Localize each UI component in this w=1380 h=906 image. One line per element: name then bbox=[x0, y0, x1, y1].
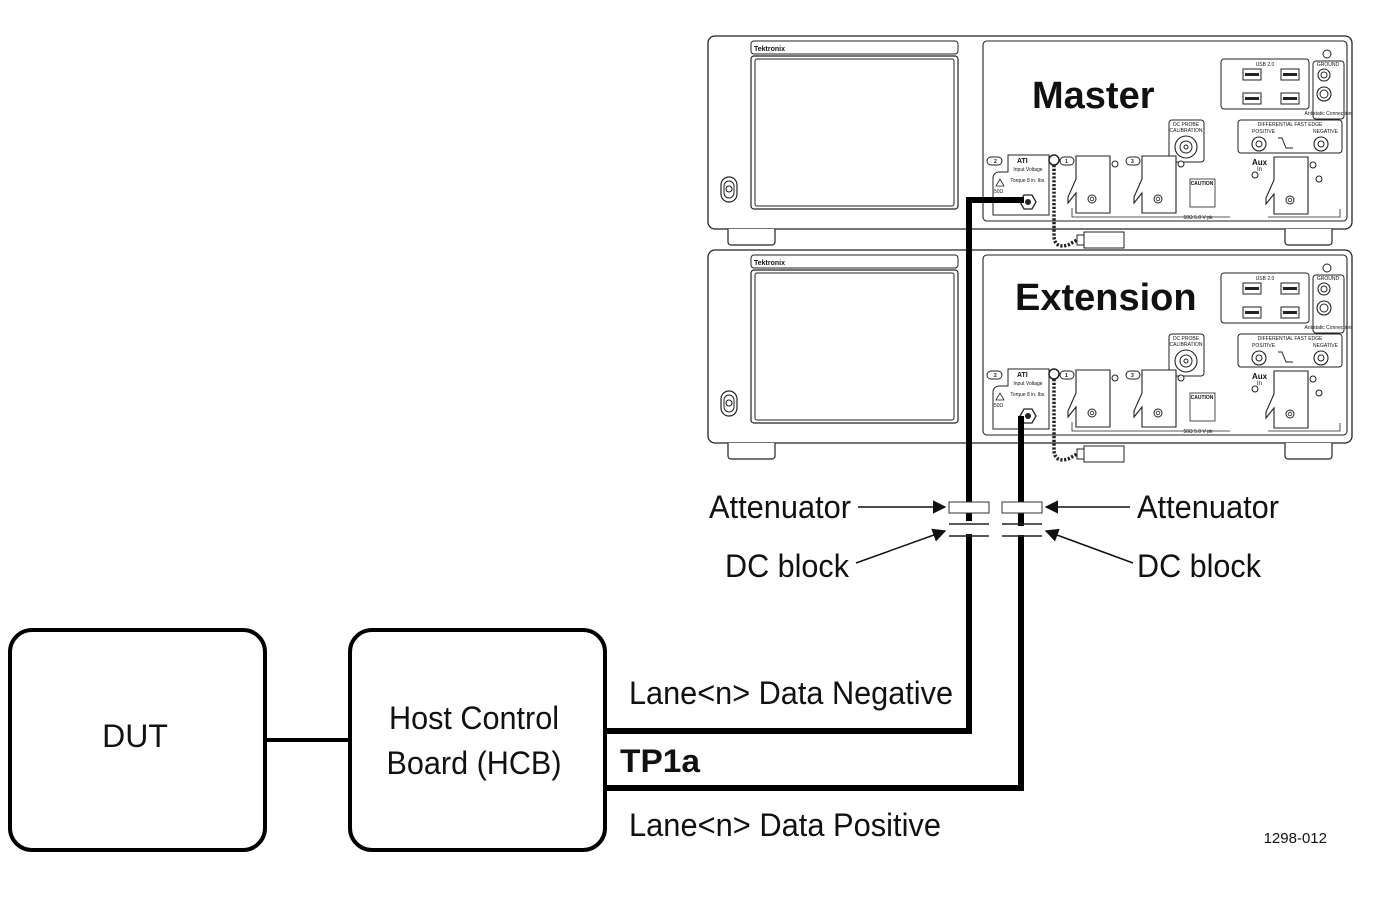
dc-block-right bbox=[1002, 523, 1042, 537]
ground-label: GROUND bbox=[1317, 62, 1340, 68]
dc-probe-label: DC PROBE bbox=[1173, 336, 1200, 342]
channel-3-label: 3 bbox=[1131, 159, 1134, 165]
usb-label: USB 2.0 bbox=[1256, 62, 1275, 68]
input-rating: 50Ω 5.0 V pk bbox=[1183, 429, 1213, 435]
signal-positive-label: Lane<n> Data Positive bbox=[629, 807, 941, 843]
dc-probe-label: DC PROBE bbox=[1173, 122, 1200, 128]
usb-label: USB 2.0 bbox=[1256, 276, 1275, 282]
aux-label: Aux bbox=[1252, 158, 1268, 167]
dc-block-right-arrow bbox=[1044, 528, 1134, 564]
ati-label: ATI bbox=[1017, 158, 1028, 165]
input-rating: 50Ω 5.0 V pk bbox=[1183, 215, 1213, 221]
negative-label: NEGATIVE bbox=[1313, 129, 1339, 135]
attenuator-left bbox=[948, 501, 990, 514]
hcb-label-line2: Board (HCB) bbox=[387, 745, 562, 781]
signal-negative-label: Lane<n> Data Negative bbox=[629, 675, 953, 711]
ohm-label: 50Ω bbox=[994, 403, 1004, 409]
diff-fast-edge-label: DIFFERENTIAL FAST EDGE bbox=[1258, 336, 1323, 342]
attenuator-right bbox=[1001, 501, 1043, 514]
attenuator-right-label: Attenuator bbox=[1137, 489, 1279, 525]
dc-block-left bbox=[949, 521, 989, 537]
positive-label: POSITIVE bbox=[1252, 343, 1276, 349]
channel-1-label: 1 bbox=[1065, 373, 1068, 379]
dut-label: DUT bbox=[102, 718, 168, 754]
ati-spec: Input Voltage bbox=[1013, 167, 1042, 173]
figure-id: 1298-012 bbox=[1264, 830, 1327, 847]
diff-fast-edge-label: DIFFERENTIAL FAST EDGE bbox=[1258, 122, 1323, 128]
instrument-title: Extension bbox=[1015, 277, 1197, 319]
ati-spec: Input Voltage bbox=[1013, 381, 1042, 387]
caution-title: CAUTION bbox=[1191, 395, 1214, 401]
channel-3-label: 3 bbox=[1131, 373, 1134, 379]
dc-block-left-label: DC block bbox=[725, 548, 850, 584]
ohm-label: 50Ω bbox=[994, 189, 1004, 195]
brand-logo: Tektronix bbox=[754, 46, 785, 53]
ati-torque: Torque 8 in. lbs. bbox=[1010, 178, 1045, 184]
caution-title: CAUTION bbox=[1191, 181, 1214, 187]
master-instrument: Tektronix Master USB 2.0 GROUND Antistat… bbox=[707, 35, 1353, 249]
brand-logo: Tektronix bbox=[754, 260, 785, 267]
channel-2-label: 2 bbox=[994, 159, 997, 165]
channel-1-label: 1 bbox=[1065, 159, 1068, 165]
termination-chain bbox=[1052, 165, 1078, 248]
antistatic-label: Antistatic Connection bbox=[1305, 325, 1352, 331]
ati-label: ATI bbox=[1017, 372, 1028, 379]
in-label: In bbox=[1257, 167, 1262, 173]
dc-probe-label-2: CALIBRATION bbox=[1170, 128, 1203, 134]
termination-chain bbox=[1052, 379, 1078, 462]
antistatic-label: Antistatic Connection bbox=[1305, 111, 1352, 117]
attenuator-left-label: Attenuator bbox=[709, 489, 851, 525]
cable-data-negative bbox=[607, 197, 1024, 734]
dc-block-left-arrow bbox=[855, 528, 947, 564]
hcb-block bbox=[348, 628, 607, 852]
extension-instrument: Tektronix Extension USB 2.0 GROUND Antis… bbox=[707, 249, 1353, 463]
ground-label: GROUND bbox=[1317, 276, 1340, 282]
hcb-label-line1: Host Control bbox=[389, 700, 559, 736]
aux-label: Aux bbox=[1252, 372, 1268, 381]
positive-label: POSITIVE bbox=[1252, 129, 1276, 135]
channel-2-label: 2 bbox=[994, 373, 997, 379]
test-point-label: TP1a bbox=[620, 743, 700, 779]
instrument-title: Master bbox=[1032, 75, 1155, 117]
dc-block-right-label: DC block bbox=[1137, 548, 1262, 584]
cable-data-positive bbox=[607, 416, 1024, 791]
ati-torque: Torque 8 in. lbs. bbox=[1010, 392, 1045, 398]
negative-label: NEGATIVE bbox=[1313, 343, 1339, 349]
in-label: In bbox=[1257, 381, 1262, 387]
dc-probe-label-2: CALIBRATION bbox=[1170, 342, 1203, 348]
